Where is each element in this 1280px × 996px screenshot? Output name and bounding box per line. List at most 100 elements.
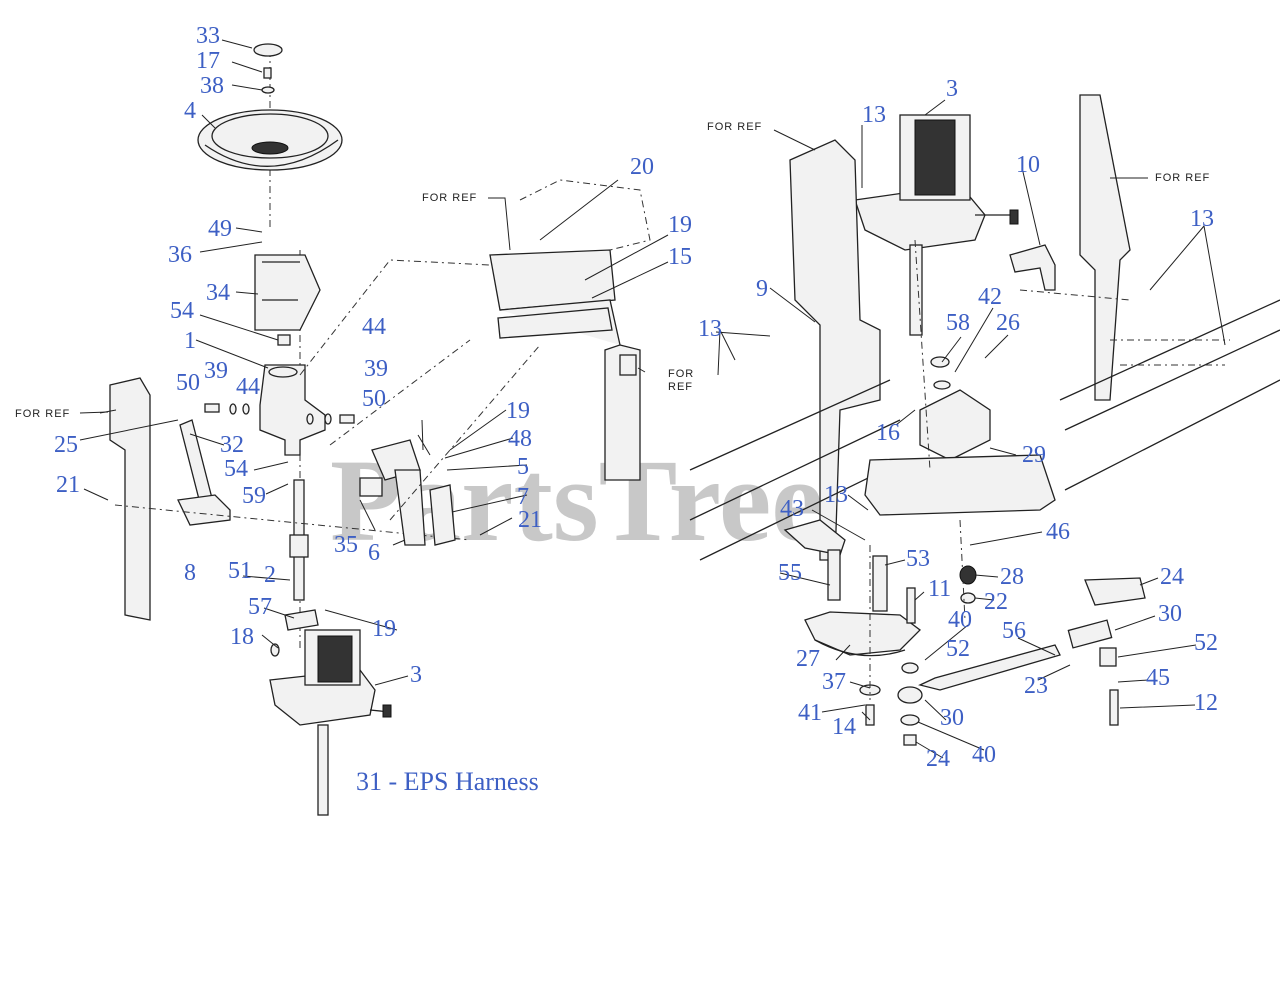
callout-24-low: 24 [926, 746, 950, 772]
callout-labels: 33 17 38 4 49 36 34 54 1 50 39 44 25 21 … [54, 23, 1218, 772]
callout-36: 36 [168, 242, 192, 268]
tie-rod-part [918, 644, 1061, 691]
bolt-12-part [1109, 689, 1119, 726]
callout-40-top: 40 [948, 607, 972, 633]
callout-39-right: 39 [364, 356, 388, 382]
callout-50-left: 50 [176, 370, 200, 396]
for-ref-pedal-2: REF [668, 381, 693, 393]
left-bolt-part [204, 403, 220, 413]
callout-52-right: 52 [1194, 630, 1218, 656]
for-ref-dash: FOR REF [422, 192, 477, 204]
for-ref-left: FOR REF [15, 408, 70, 420]
callout-40-low: 40 [972, 742, 996, 768]
callout-55: 55 [778, 560, 802, 586]
callout-5: 5 [517, 454, 529, 480]
callout-54-top: 54 [170, 298, 194, 324]
callout-48: 48 [508, 426, 532, 452]
callout-44-left: 44 [236, 374, 260, 400]
callout-29: 29 [1022, 442, 1046, 468]
dash-tower-part [489, 179, 651, 481]
eps-harness-caption: 31 - EPS Harness [356, 767, 539, 796]
callout-39-left: 39 [204, 358, 228, 384]
eps-unit-right-part [854, 114, 1019, 336]
callout-25: 25 [54, 432, 78, 458]
shaft-clamp-part [284, 609, 319, 631]
callout-53: 53 [906, 546, 930, 572]
callout-59: 59 [242, 483, 266, 509]
callout-54-mid: 54 [224, 456, 248, 482]
callout-3-right: 3 [946, 76, 958, 102]
for-ref-pedal-1: FOR [668, 368, 694, 380]
callout-21-mid: 21 [518, 507, 542, 533]
callout-52-mid: 52 [946, 636, 970, 662]
right-bolt-part [339, 414, 355, 424]
callout-38: 38 [200, 73, 224, 99]
callout-6: 6 [368, 540, 380, 566]
callout-19-mid: 19 [506, 398, 530, 424]
callout-2: 2 [264, 562, 276, 588]
callout-35: 35 [334, 532, 358, 558]
callout-18: 18 [230, 624, 254, 650]
for-ref-right-frame: FOR REF [707, 121, 762, 133]
right-assembly [689, 94, 1280, 746]
cap-bolt-part [263, 67, 272, 79]
callout-17: 17 [196, 48, 220, 74]
for-ref-rear-plate: FOR REF [1155, 172, 1210, 184]
leader-lines [79, 39, 1226, 759]
callout-42: 42 [978, 284, 1002, 310]
column-bracket-part [259, 364, 326, 456]
callout-30-low: 30 [940, 705, 964, 731]
strut-bracket-part [177, 494, 231, 526]
callout-30-right: 30 [1158, 601, 1182, 627]
callout-21-left: 21 [56, 472, 80, 498]
callout-34: 34 [206, 280, 230, 306]
callout-7: 7 [517, 484, 529, 510]
callout-11: 11 [928, 576, 951, 602]
steering-wheel-part [197, 109, 343, 171]
callout-24-top: 24 [1160, 564, 1184, 590]
arm-shaft-part [827, 549, 841, 601]
callout-44-right: 44 [362, 314, 386, 340]
callout-10: 10 [1016, 152, 1040, 178]
right-frame-plate-part [789, 139, 881, 561]
left-frame-plate-part [109, 377, 151, 621]
callout-22: 22 [984, 589, 1008, 615]
callout-13-mid: 13 [824, 482, 848, 508]
callout-9: 9 [756, 276, 768, 302]
gear-mount-part [919, 389, 991, 461]
callout-56: 56 [1002, 618, 1026, 644]
callout-23: 23 [1024, 673, 1048, 699]
callout-58: 58 [946, 310, 970, 336]
base-plate-part [864, 454, 1056, 516]
callout-3-left: 3 [410, 662, 422, 688]
callout-37: 37 [822, 669, 846, 695]
callout-33: 33 [196, 23, 220, 49]
callout-15: 15 [668, 244, 692, 270]
callout-43: 43 [780, 496, 804, 522]
callout-51: 51 [228, 558, 252, 584]
upper-bushing-part [277, 334, 291, 346]
frame-rail-right [1059, 299, 1280, 491]
callout-12: 12 [1194, 690, 1218, 716]
callout-13-top: 13 [862, 102, 886, 128]
callout-8: 8 [184, 560, 196, 586]
callout-41: 41 [798, 700, 822, 726]
callout-1: 1 [184, 328, 196, 354]
ball-joint-part [897, 686, 923, 704]
callout-49: 49 [208, 216, 232, 242]
callout-13-left: 13 [698, 316, 722, 342]
bracket-10-part [1009, 244, 1056, 291]
steering-bracket-part [1084, 577, 1146, 606]
callout-46: 46 [1046, 519, 1070, 545]
callout-4: 4 [184, 98, 196, 124]
callout-32: 32 [220, 432, 244, 458]
bolt-14-part [865, 704, 875, 726]
callout-16: 16 [876, 420, 900, 446]
callout-13-right: 13 [1190, 206, 1214, 232]
callout-50-right: 50 [362, 386, 386, 412]
cap-washer-part [261, 86, 275, 94]
bolt-11-part [906, 587, 916, 624]
sector-gear-part [804, 611, 921, 657]
